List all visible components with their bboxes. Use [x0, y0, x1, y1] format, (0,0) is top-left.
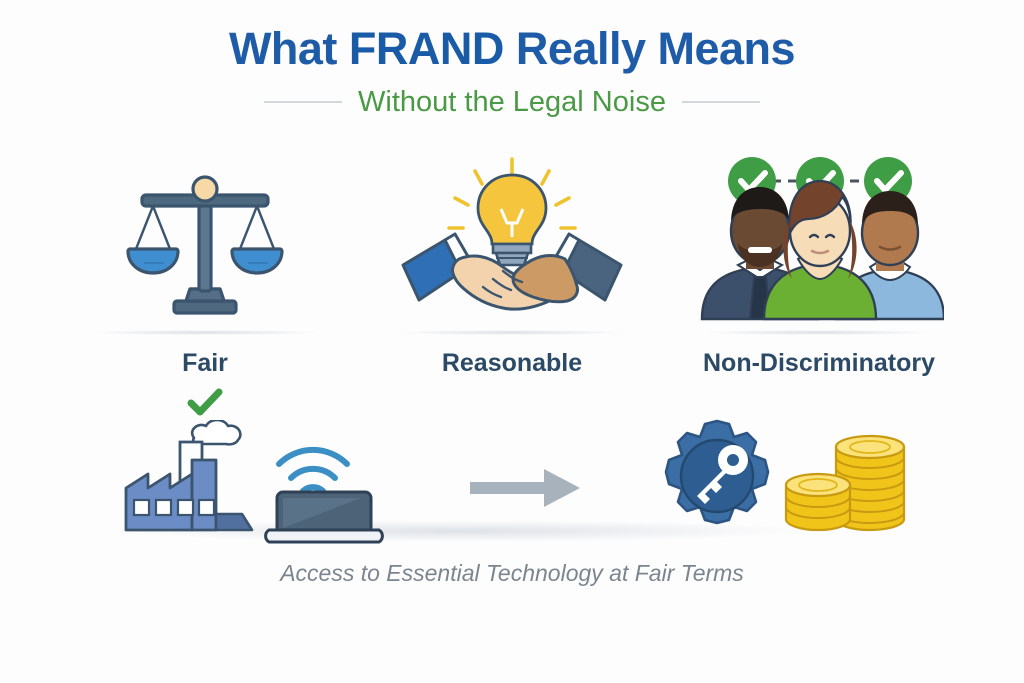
non-discriminatory-shadow [704, 330, 934, 335]
non-discriminatory-icon-area [694, 155, 944, 325]
title-part-2: Really Means [503, 23, 796, 74]
panel-reasonable: Reasonable [367, 155, 657, 422]
title-part-1: What [228, 23, 349, 74]
header: What FRAND Really Means Without the Lega… [0, 24, 1024, 119]
flow-caption: Access to Essential Technology at Fair T… [280, 560, 744, 586]
fair-shadow [90, 330, 320, 335]
handshake-lightbulb-icon [401, 157, 623, 311]
reasonable-shadow [397, 330, 627, 335]
fair-check-icon [187, 388, 223, 422]
flow-row [120, 405, 910, 545]
balance-scale-icon [126, 175, 284, 315]
hand-right [511, 254, 579, 304]
coin-stacks-icon [784, 434, 906, 532]
title-acronym: FRAND [348, 23, 504, 74]
panel-fair: Fair [60, 155, 350, 422]
page-title: What FRAND Really Means [0, 24, 1024, 74]
gear-key-icon [664, 419, 770, 525]
panel-label-non-discriminatory: Non-Discriminatory [703, 349, 935, 377]
rule-left [264, 101, 343, 103]
panel-label-fair: Fair [182, 349, 228, 377]
coin-stack-short [784, 472, 852, 532]
laptop-wifi-icon [264, 446, 384, 544]
panel-non-discriminatory: Non-Discriminatory [674, 155, 964, 422]
page-subtitle: Without the Legal Noise [358, 85, 666, 118]
arrow-right-icon [469, 469, 580, 507]
flow-target-group [655, 417, 910, 545]
lightbulb-rays [447, 157, 577, 230]
flow-source-group [120, 420, 395, 545]
reasonable-icon-area [397, 155, 627, 325]
rule-right [681, 101, 760, 103]
key-glyph [697, 445, 748, 504]
subtitle-row: Without the Legal Noise [0, 86, 1024, 119]
coin-stack-tall [834, 434, 906, 532]
panel-label-reasonable: Reasonable [441, 349, 583, 377]
wifi-arcs [276, 446, 350, 494]
factory-icon [124, 420, 254, 532]
fair-icon-area [120, 155, 290, 325]
panel-row: Fair [60, 155, 964, 422]
laptop-base [264, 528, 384, 544]
three-people-icon [700, 157, 944, 321]
person-center [762, 179, 878, 321]
